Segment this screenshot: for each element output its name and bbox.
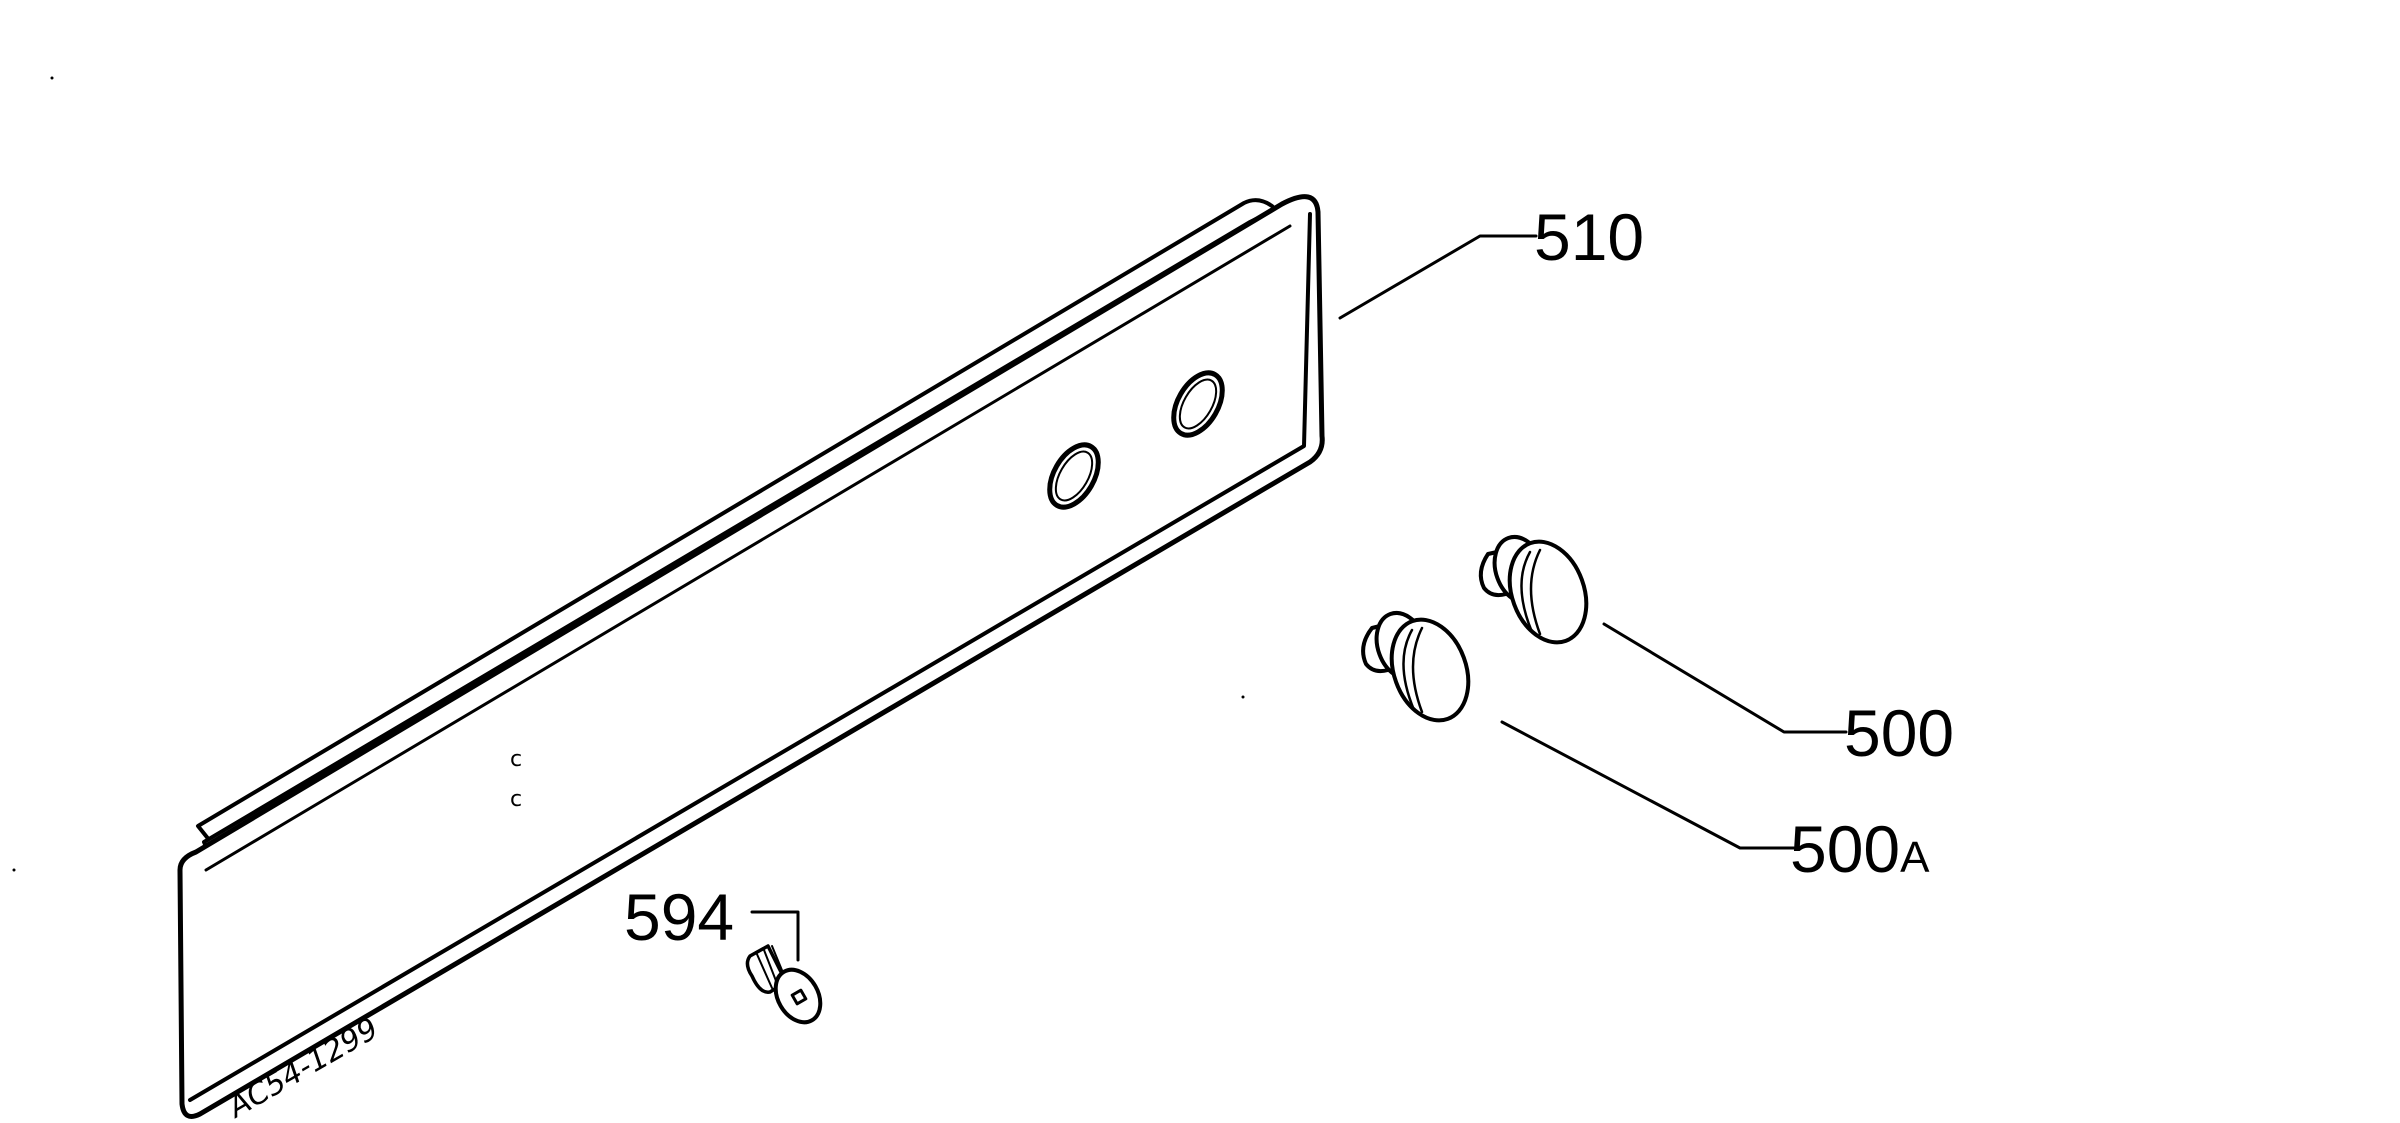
knob-cap-rim bbox=[1402, 628, 1416, 712]
panel-crease bbox=[204, 224, 1292, 872]
screw-head bbox=[773, 967, 823, 1025]
callout-510: 510 bbox=[1534, 200, 1644, 274]
knob-hole-inner bbox=[1178, 378, 1218, 430]
leader-line-594 bbox=[750, 910, 800, 962]
knob-hole bbox=[1171, 370, 1225, 438]
knob-part-500 bbox=[1478, 535, 1589, 645]
callout-500A-number: 500 bbox=[1790, 812, 1900, 886]
callout-500A: 500A bbox=[1790, 812, 1930, 886]
scan-speck bbox=[50, 76, 54, 80]
panel-face bbox=[177, 194, 1325, 1119]
scan-speck bbox=[1241, 695, 1245, 699]
leader-line-500A bbox=[1500, 720, 1796, 850]
knob-hole bbox=[1047, 442, 1101, 510]
panel-edge bbox=[188, 212, 1312, 1102]
callout-500: 500 bbox=[1844, 696, 1954, 770]
screw-socket bbox=[790, 988, 808, 1006]
scan-speck bbox=[12, 868, 16, 872]
knob-cap-rim bbox=[1520, 550, 1534, 634]
knob-cap-rim bbox=[1529, 548, 1542, 636]
knob-cap bbox=[1507, 539, 1589, 645]
control-panel-part-510: c c bbox=[177, 194, 1325, 1119]
knob-cap-rim bbox=[1411, 626, 1424, 714]
knob-cap bbox=[1389, 617, 1471, 723]
leader-line-510 bbox=[1338, 234, 1538, 320]
leader-line-500 bbox=[1602, 622, 1848, 734]
callout-594: 594 bbox=[624, 880, 734, 954]
knob-part-500A bbox=[1361, 611, 1471, 723]
knob-hole-inner bbox=[1054, 450, 1094, 502]
indicator-mark: c bbox=[510, 747, 522, 772]
indicator-mark: c bbox=[510, 787, 522, 812]
screw-part-594 bbox=[745, 944, 823, 1025]
callout-500A-suffix: A bbox=[1900, 833, 1930, 882]
